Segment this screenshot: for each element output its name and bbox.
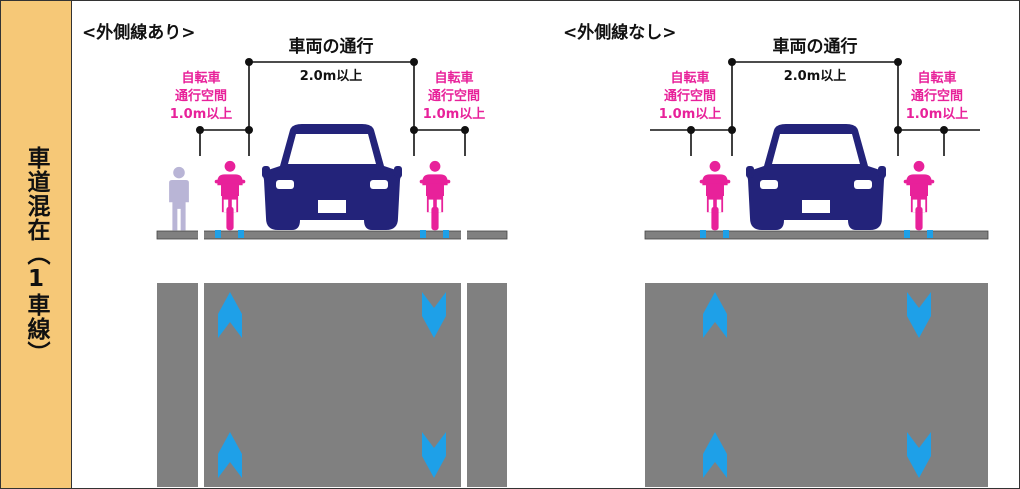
right-wheel-marks [700, 230, 933, 238]
left-edge-line-right [461, 283, 467, 487]
pedestrian-icon [169, 166, 189, 231]
right-vehicle-width: 2.0m以上 [784, 69, 847, 84]
cyclist-icon [214, 160, 246, 231]
left-vehicle-width: 2.0m以上 [300, 69, 363, 84]
left-bike-space-right-line1: 自転車 [434, 70, 473, 86]
car-icon [262, 124, 402, 230]
left-bike-space-left-line2: 通行空間 [175, 88, 227, 104]
left-bike-space-right-line2: 通行空間 [428, 88, 480, 104]
left-bike-space-left-line3: 1.0m以上 [170, 107, 233, 122]
cyclist-icon [903, 160, 935, 231]
cyclist-icon [699, 160, 731, 231]
right-bike-space-left-line3: 1.0m以上 [659, 107, 722, 122]
right-road-plan [645, 283, 988, 487]
left-edge-line-left [198, 283, 204, 487]
left-road-plan [157, 283, 507, 487]
right-vehicle-title: 車両の通行 [773, 36, 858, 57]
left-edge-line-marks [198, 230, 467, 240]
left-dimension-dots [196, 58, 469, 134]
right-dimension-dots [687, 58, 948, 134]
right-bike-space-right-line3: 1.0m以上 [906, 107, 969, 122]
right-bike-space-right-line1: 自転車 [917, 70, 956, 86]
left-bike-space-right-line3: 1.0m以上 [423, 107, 486, 122]
right-bike-space-right-line2: 通行空間 [911, 88, 963, 104]
left-vehicle-title: 車両の通行 [289, 36, 374, 57]
car-icon [746, 124, 886, 230]
right-bike-space-left-line2: 通行空間 [664, 88, 716, 104]
right-road-profile [644, 230, 989, 240]
right-panel-heading: <外側線なし> [563, 22, 677, 43]
side-label-band: 車道混在（1車線） [1, 1, 72, 488]
cyclist-icon [419, 160, 451, 231]
left-panel-heading: <外側線あり> [82, 22, 196, 43]
left-wheel-marks [215, 230, 449, 238]
left-road-profile [156, 230, 508, 240]
side-label: 車道混在（1車線） [23, 146, 49, 365]
left-bike-space-left-line1: 自転車 [181, 70, 220, 86]
right-bike-space-left-line1: 自転車 [670, 70, 709, 86]
